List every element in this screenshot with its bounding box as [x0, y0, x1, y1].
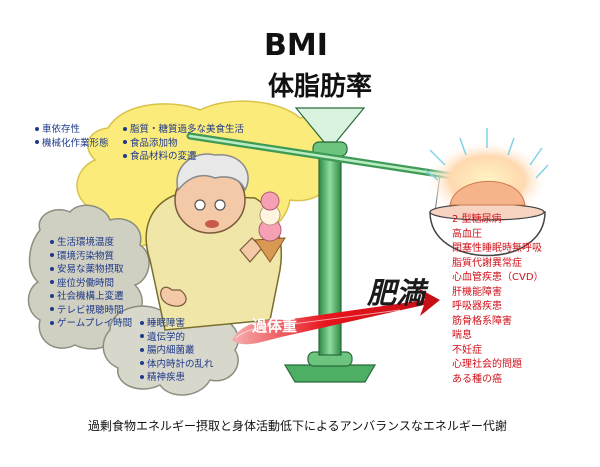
list-item: 生活環境温度 — [50, 236, 132, 250]
list-item: 遺伝学的 — [140, 331, 214, 345]
obesity-label: 肥満 — [367, 276, 426, 310]
bmi-title: BMI — [264, 28, 328, 63]
causes-top-middle-list: 脂質・糖質過多な美食生活 食品添加物 食品材料の変遷 — [123, 123, 244, 164]
list-item: 座位労働時間 — [50, 277, 132, 291]
list-item: 腸内細菌叢 — [140, 344, 214, 358]
elderly-person — [145, 153, 282, 331]
caption: 過剰食物エネルギー摂取と身体活動低下によるアンバランスなエネルギー代謝 — [88, 419, 507, 433]
list-item: 安易な薬物摂取 — [50, 263, 132, 277]
list-item: 不妊症 — [452, 344, 482, 356]
list-item: ゲームプレイ時間 — [50, 317, 132, 331]
list-item: テレビ視聴時間 — [50, 304, 132, 318]
list-item: 心血管疾患（CVD） — [452, 272, 544, 283]
causes-left-list: 生活環境温度 環境汚染物質 安易な薬物摂取 座位労働時間 社会機構上変遷 テレビ… — [50, 236, 132, 331]
list-item: 機械化作業形態 — [35, 137, 109, 151]
scale — [186, 107, 506, 383]
list-item: 食品材料の変遷 — [123, 150, 244, 164]
ice-cream — [254, 191, 286, 263]
list-item: 2 型糖尿病 — [452, 214, 502, 225]
causes-top-left-list: 車依存性 機械化作業形態 — [35, 123, 109, 150]
list-item: 食品添加物 — [123, 137, 244, 151]
list-item: 閉塞性睡眠時無呼吸 — [452, 243, 542, 254]
list-item: 体内時計の乱れ — [140, 358, 214, 372]
overweight-label: 過体重 — [252, 317, 298, 335]
list-item: 筋骨格系障害 — [452, 315, 512, 327]
list-item: 車依存性 — [35, 123, 109, 137]
list-item: 喘息 — [452, 330, 472, 341]
list-item: 環境汚染物質 — [50, 250, 132, 264]
consequences-list: 2 型糖尿病 高血圧 閉塞性睡眠時無呼吸 脂質代謝異常症 心血管疾患（CVD） … — [452, 213, 544, 387]
list-item: ある種の癌 — [452, 373, 502, 385]
list-item: 高血圧 — [452, 228, 482, 240]
list-item: 精神疾患 — [140, 371, 214, 385]
list-item: 脂質代謝異常症 — [452, 257, 522, 269]
overweight-arrow — [232, 288, 440, 345]
list-item: 社会機構上変遷 — [50, 290, 132, 304]
list-item: 呼吸器疾患 — [452, 301, 502, 312]
list-item: 心理社会的問題 — [452, 359, 522, 370]
body-fat-title: 体脂肪率 — [268, 72, 373, 102]
obesity-bowl — [424, 128, 549, 257]
list-item: 睡眠障害 — [140, 317, 214, 331]
causes-bottom-list: 睡眠障害 遺伝学的 腸内細菌叢 体内時計の乱れ 精神疾患 — [140, 317, 214, 385]
list-item: 肝機能障害 — [452, 286, 502, 298]
list-item: 脂質・糖質過多な美食生活 — [123, 123, 244, 137]
